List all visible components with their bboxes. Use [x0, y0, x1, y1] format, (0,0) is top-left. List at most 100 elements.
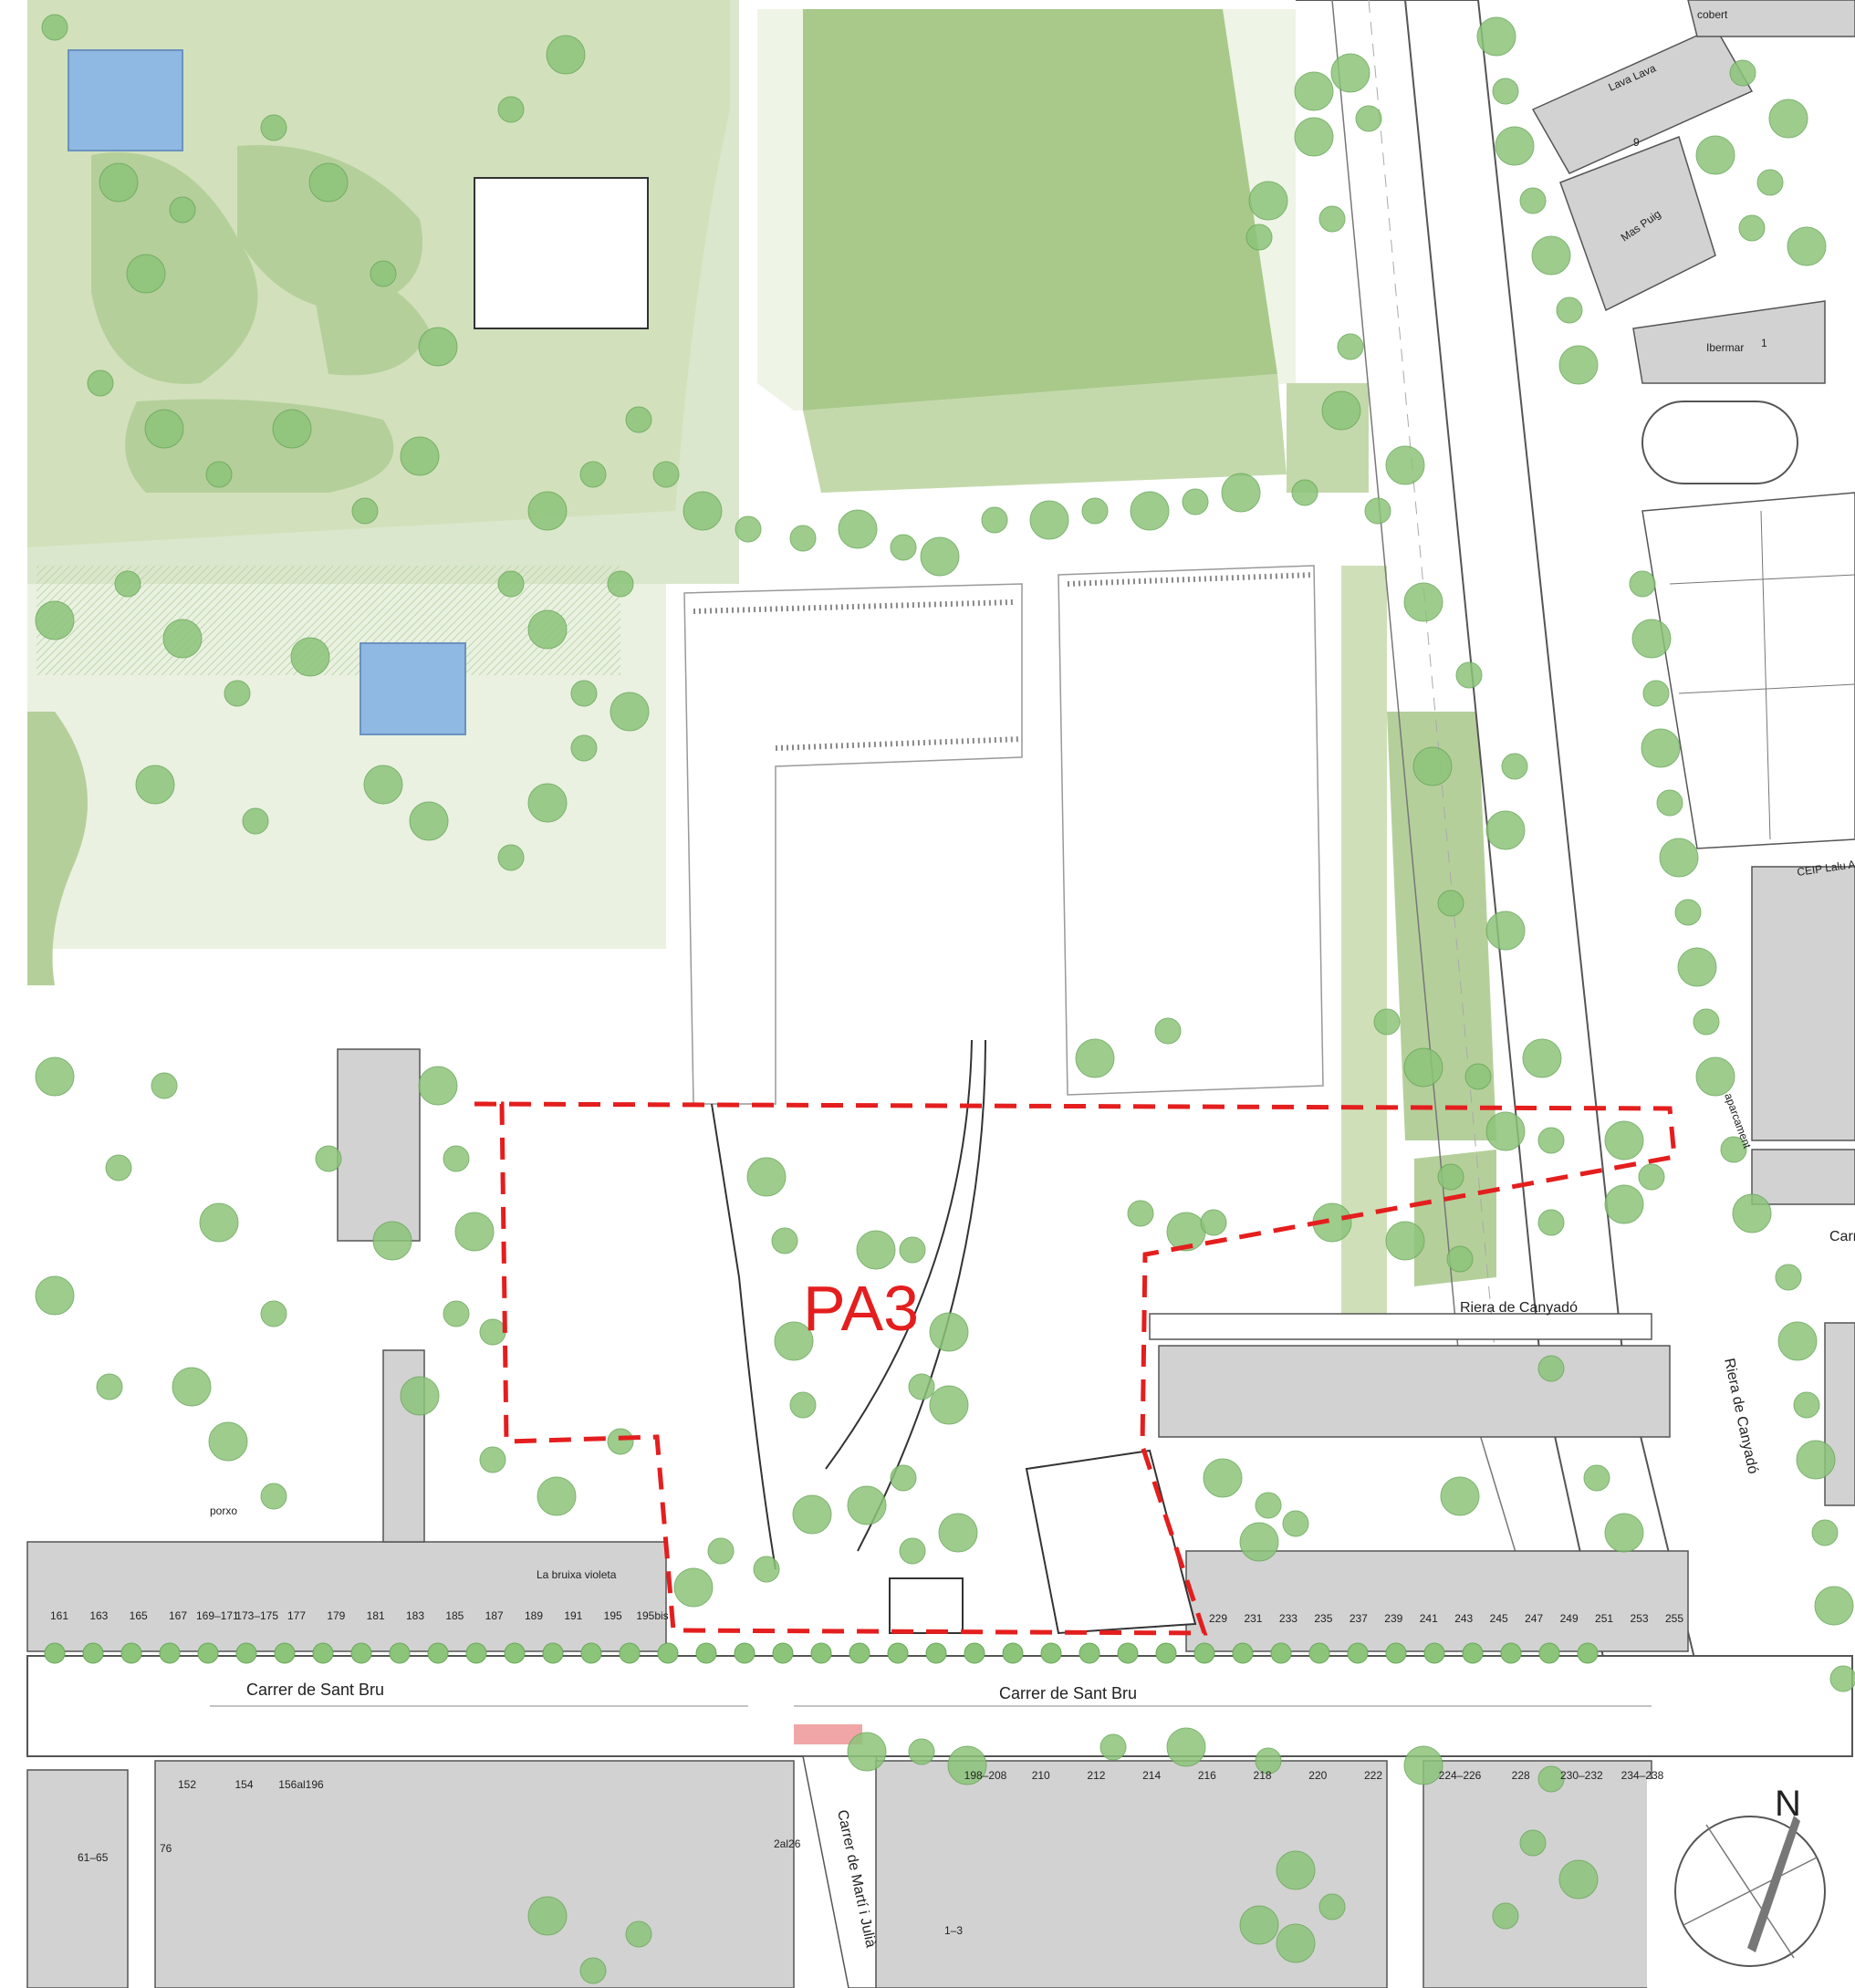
tree — [242, 807, 269, 835]
tree — [938, 1513, 978, 1553]
tree — [1677, 947, 1717, 987]
tree — [1814, 1586, 1854, 1626]
house-number: 183 — [406, 1609, 424, 1622]
house-number: 167 — [169, 1609, 187, 1622]
tree — [308, 162, 349, 203]
house-number: 195 — [604, 1609, 622, 1622]
building-label-ibermar: Ibermar — [1706, 341, 1744, 354]
tree — [1768, 99, 1808, 139]
house-number: 195bis — [636, 1609, 668, 1622]
tree — [35, 1056, 75, 1097]
tree — [1492, 78, 1519, 105]
park-building — [474, 177, 649, 329]
tree — [1154, 1017, 1182, 1045]
tree — [1440, 1476, 1480, 1516]
tree — [99, 162, 139, 203]
street-label-sant-bru-left: Carrer de Sant Bru — [246, 1681, 384, 1699]
tree — [1200, 1209, 1227, 1236]
street-tree — [1577, 1642, 1599, 1664]
tree — [929, 1312, 969, 1352]
house-number: 224–226 — [1439, 1769, 1482, 1782]
street-tree — [1232, 1642, 1254, 1664]
street-tree — [1347, 1642, 1369, 1664]
tree — [1777, 1321, 1818, 1361]
tree — [673, 1567, 714, 1608]
house-number: 253 — [1631, 1612, 1649, 1625]
tree — [497, 844, 525, 871]
house-number: 152 — [178, 1778, 196, 1791]
house-number: 251 — [1595, 1612, 1613, 1625]
tree — [162, 619, 203, 659]
misc-number: 9 — [1633, 136, 1640, 149]
house-number: 239 — [1384, 1612, 1402, 1625]
tree — [114, 570, 141, 598]
street-tree — [1308, 1642, 1330, 1664]
misc-number: 1–3 — [944, 1924, 963, 1937]
tree — [735, 515, 762, 543]
house-number: 220 — [1308, 1769, 1327, 1782]
street-tree — [619, 1642, 641, 1664]
tree — [172, 1367, 212, 1407]
tree — [890, 534, 917, 561]
tree — [707, 1537, 735, 1565]
tree — [1604, 1513, 1644, 1553]
street-tree — [887, 1642, 909, 1664]
tree — [1099, 1733, 1127, 1761]
tree — [847, 1485, 887, 1525]
tree — [1787, 226, 1827, 266]
tree — [497, 570, 525, 598]
tree — [1695, 1056, 1735, 1097]
tree — [570, 680, 598, 707]
tree — [1291, 479, 1318, 506]
tree — [792, 1494, 832, 1535]
tree — [1437, 1163, 1464, 1191]
tree — [1501, 753, 1528, 780]
house-number: 189 — [525, 1609, 543, 1622]
tree — [1446, 1245, 1474, 1273]
street-tree — [1079, 1642, 1100, 1664]
tree — [1641, 728, 1681, 768]
tree — [35, 1275, 75, 1316]
tree — [1464, 1063, 1492, 1090]
tree — [260, 1300, 287, 1327]
house-number: 198–208 — [964, 1769, 1007, 1782]
tree — [1364, 497, 1391, 525]
house-number: 228 — [1512, 1769, 1530, 1782]
tree — [290, 637, 330, 677]
house-number: 241 — [1420, 1612, 1438, 1625]
tree — [610, 692, 650, 732]
street-tree — [389, 1642, 411, 1664]
tree — [400, 436, 440, 476]
tree — [920, 536, 960, 577]
tree — [1282, 1510, 1309, 1537]
tree — [135, 765, 175, 805]
tree — [1775, 1264, 1802, 1291]
street-tree — [44, 1642, 66, 1664]
tree — [1522, 1038, 1562, 1078]
tree — [1811, 1519, 1839, 1546]
tree — [527, 609, 568, 650]
tree — [1556, 297, 1583, 324]
tree — [372, 1221, 412, 1261]
street-tree — [235, 1642, 257, 1664]
tree — [409, 801, 449, 841]
tree — [537, 1476, 577, 1516]
tree — [1558, 1859, 1599, 1900]
tree — [1385, 445, 1425, 485]
tree — [1330, 53, 1370, 93]
tree — [838, 509, 878, 549]
tree — [224, 680, 251, 707]
tree — [418, 327, 458, 367]
street-tree — [1270, 1642, 1292, 1664]
tree — [1166, 1727, 1206, 1767]
street-tree — [1193, 1642, 1215, 1664]
tree — [771, 1227, 798, 1254]
label-porxo: porxo — [210, 1504, 237, 1517]
tree — [35, 600, 75, 640]
street-tree — [542, 1642, 564, 1664]
misc-number: 76 — [160, 1842, 172, 1855]
tree — [1403, 582, 1443, 622]
tree — [454, 1212, 495, 1252]
house-number: 249 — [1560, 1612, 1579, 1625]
house-number: 231 — [1244, 1612, 1262, 1625]
